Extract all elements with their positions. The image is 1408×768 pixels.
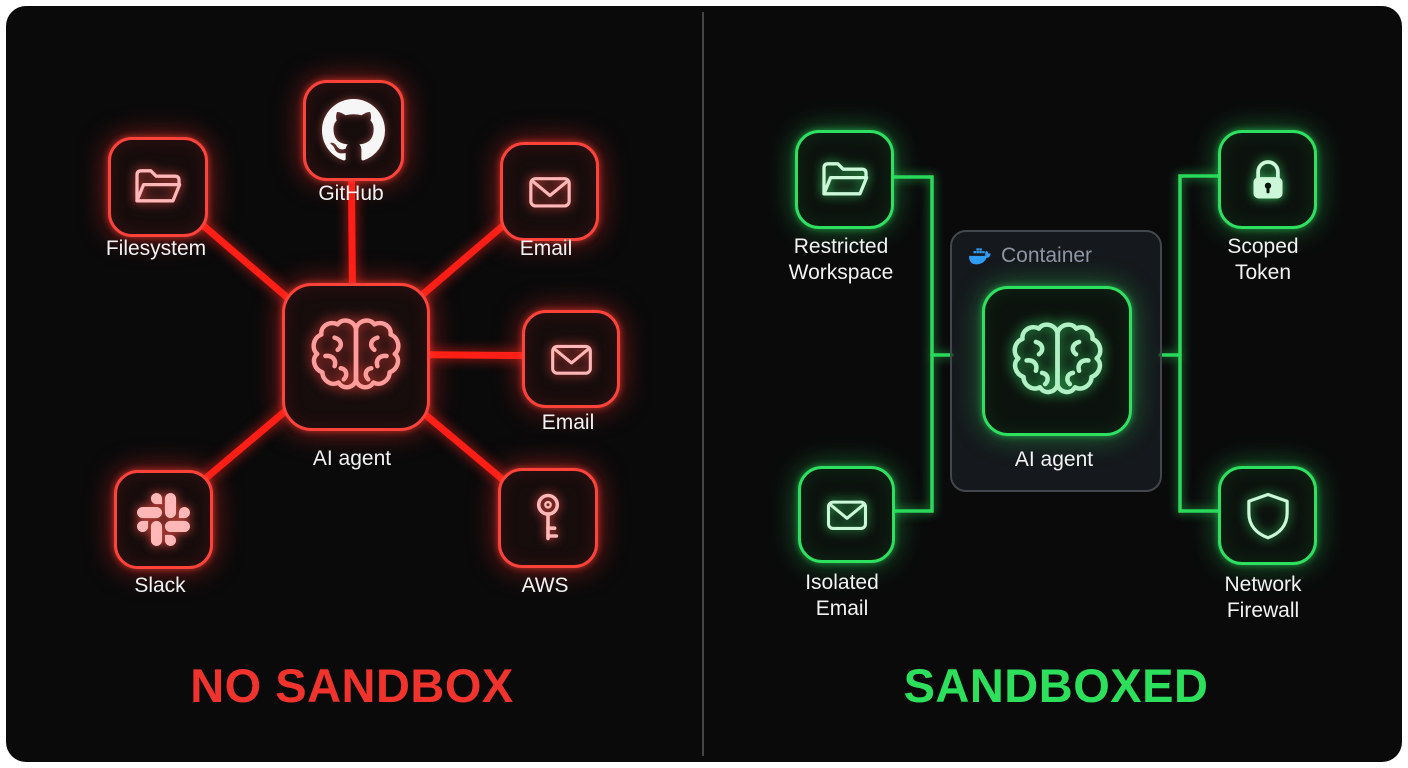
left-panel-title: NO SANDBOX (190, 659, 514, 712)
node-email-right (522, 310, 620, 408)
node-restricted-workspace (795, 130, 894, 229)
envelope-icon (543, 331, 600, 388)
node-label-scoped-token: Scoped Token (1227, 235, 1299, 285)
brain-icon (305, 306, 407, 408)
node-scoped-token (1218, 130, 1317, 229)
panel-divider (702, 12, 704, 756)
node-label-restricted-workspace: Restricted Workspace (788, 235, 894, 285)
container-header: Container (968, 244, 1092, 268)
node-slack (114, 470, 213, 569)
folder-icon (128, 157, 188, 217)
node-label-email-top: Email (519, 237, 573, 260)
node-github (303, 80, 404, 181)
node-aws (498, 468, 598, 568)
container-label: Container (1001, 244, 1093, 267)
right-panel-title: SANDBOXED (903, 659, 1209, 712)
key-icon (518, 488, 578, 548)
node-label-network-firewall: Network Firewall (1224, 573, 1302, 623)
lock-icon (1239, 151, 1297, 209)
node-label-email-right: Email (541, 411, 595, 434)
envelope-icon (819, 487, 875, 543)
node-isolated-email (798, 466, 895, 563)
folder-icon (815, 150, 875, 210)
diagram-background (6, 6, 1402, 762)
node-label-github: GitHub (318, 182, 384, 205)
node-label-ai-agent-right: AI agent (1014, 448, 1094, 471)
node-label-isolated-email: Isolated Email (805, 571, 879, 621)
node-label-ai-agent-left: AI agent (312, 447, 392, 470)
node-label-slack: Slack (134, 574, 186, 597)
github-icon (322, 99, 385, 162)
node-network-firewall (1218, 466, 1317, 565)
node-filesystem (108, 137, 208, 237)
shield-icon (1239, 487, 1297, 545)
node-ai-agent-right (982, 286, 1132, 436)
node-email-top (500, 142, 599, 241)
node-label-aws: AWS (521, 574, 569, 597)
node-ai-agent-left (282, 283, 430, 431)
docker-icon (968, 244, 992, 268)
node-label-filesystem: Filesystem (105, 237, 207, 260)
slack-icon (137, 493, 190, 546)
right-connection-lines (886, 174, 1222, 513)
brain-icon (1006, 310, 1109, 413)
envelope-icon (521, 163, 579, 221)
